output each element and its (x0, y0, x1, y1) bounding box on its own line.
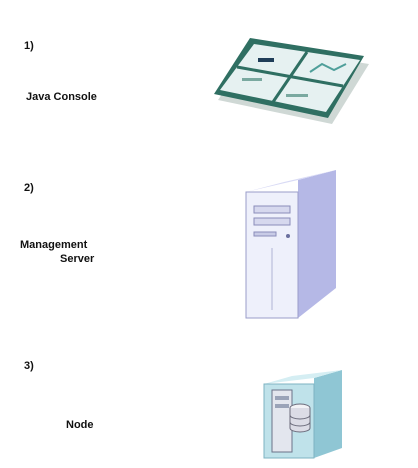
item-1-label: Java Console (26, 91, 97, 103)
item-3-label: Node (66, 419, 94, 431)
java-console-icon (214, 36, 374, 133)
item-1-number: 1) (24, 40, 34, 52)
item-2-label-line1: Management (20, 239, 88, 251)
item-3-number: 3) (24, 360, 34, 372)
item-2-number: 2) (24, 182, 34, 194)
item-2-label-line2: Server (60, 253, 95, 265)
server-icon (240, 170, 340, 325)
node-database-icon (258, 368, 344, 465)
